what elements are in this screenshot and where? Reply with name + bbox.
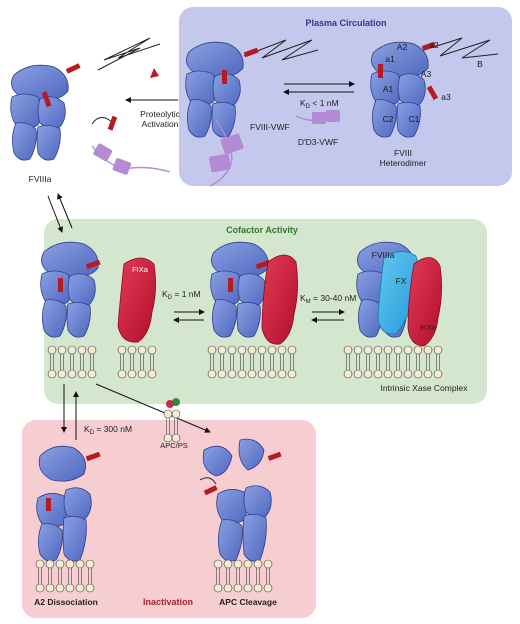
- apc-ps-label: APC/PS: [160, 441, 188, 450]
- a2-dissociation-label: A2 Dissociation: [34, 597, 98, 607]
- a2-peptide-top: [65, 63, 81, 74]
- fviii-vwf-complex: [185, 41, 244, 138]
- fviiia-xase-label: FVIIIa: [372, 250, 395, 260]
- inactivation-panel: [22, 420, 316, 618]
- domain-a1-small-label: a1: [385, 54, 395, 64]
- vwf-chain: [209, 119, 244, 187]
- kd-a2-label: KD = 300 nM: [84, 424, 132, 436]
- d3-vwf-label: D'D3-VWF: [298, 137, 338, 147]
- xase-label: Intrinsic Xase Complex: [381, 383, 469, 393]
- domain-c1-label: C1: [409, 114, 420, 124]
- domain-a2-label: A2: [397, 42, 408, 52]
- fviiia-top-protein: [10, 64, 69, 161]
- domain-a1-label: A1: [383, 84, 394, 94]
- apc-cleavage-label: APC Cleavage: [219, 597, 277, 607]
- proteolytic-label-1: Proteolytic: [140, 109, 180, 119]
- d3-vwf-free: [295, 110, 340, 124]
- fviii-heterodimer-label-1: FVIII: [394, 148, 412, 158]
- fixa-right-label: FIXa: [420, 323, 437, 332]
- proteolytic-label-2: Activation: [142, 119, 179, 129]
- a2-dissociated-heterodimer: [36, 487, 92, 562]
- apc-ps-icon: [163, 398, 181, 443]
- domain-a2-small-label: a2: [429, 40, 439, 50]
- domain-a3-small-label: a3: [441, 92, 451, 102]
- domain-c2-label: C2: [383, 114, 394, 124]
- fviii-heterodimer-label-2: Heterodimer: [380, 158, 427, 168]
- apc-a2-fragment-1: [202, 445, 233, 477]
- a2-domain-free: [38, 445, 87, 482]
- fviii-heterodimer: [370, 41, 429, 138]
- km-label: KM = 30-40 nM: [300, 293, 356, 305]
- domain-b-label: B: [477, 59, 483, 69]
- kd-vwf-label: KD < 1 nM: [300, 98, 339, 110]
- plasma-panel: [179, 7, 512, 186]
- fx-label: FX: [396, 276, 407, 286]
- fixa-left-protein: [117, 257, 156, 343]
- plasma-panel-title: Plasma Circulation: [305, 18, 386, 28]
- apc-a2-fragment-2: [238, 438, 265, 471]
- fixa-left-label: FIXa: [132, 265, 149, 274]
- b-domain-released: [97, 37, 161, 71]
- cofactor-fviiia-middle: [210, 241, 269, 338]
- kd-fixa-label: KD = 1 nM: [162, 289, 201, 301]
- domain-a3-label: A3: [421, 69, 432, 79]
- fixa-middle-protein: [261, 254, 298, 345]
- fviiia-top-label: FVIIIa: [29, 174, 52, 184]
- cofactor-panel-title: Cofactor Activity: [226, 225, 298, 235]
- inactivation-panel-title: Inactivation: [143, 597, 193, 607]
- d3-vwf-released: [91, 143, 171, 175]
- fixa-right-protein: [407, 257, 442, 347]
- fviii-vwf-label: FVIII-VWF: [250, 122, 290, 132]
- apc-cleaved-heterodimer: [216, 485, 272, 562]
- fx-protein: [377, 251, 419, 335]
- cofactor-fviiia-left: [40, 241, 99, 338]
